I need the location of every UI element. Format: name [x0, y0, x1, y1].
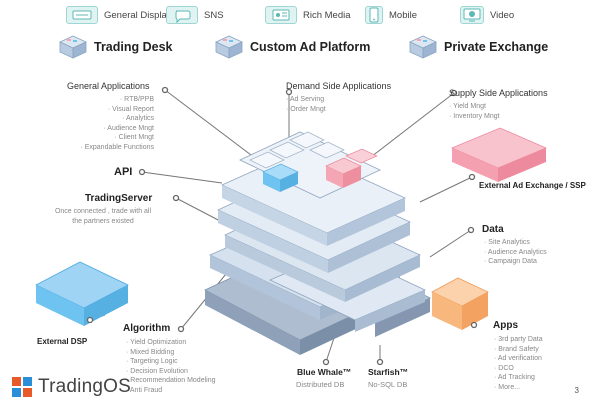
- list-item: · Analytics: [122, 115, 154, 122]
- list-item: · Ad Tracking: [494, 374, 535, 381]
- platform-custom-ad-platform: Custom Ad Platform: [214, 33, 370, 61]
- trading-server-desc: Once connected , trade with all the part…: [54, 208, 152, 225]
- tradingos-logo: TradingOS: [11, 376, 131, 398]
- external-exchange-label: External Ad Exchange / SSP: [479, 181, 586, 190]
- tradingos-mark-icon: [12, 377, 32, 397]
- channel-rich-media: Rich Media: [265, 4, 351, 26]
- list-item: · Brand Safety: [494, 345, 539, 353]
- channel-label: Video: [490, 9, 515, 21]
- list-item: · Ad verification: [494, 355, 542, 362]
- list-item: · Mixed Bidding: [126, 348, 175, 356]
- list-item: · Recommendation Modeling: [126, 377, 216, 384]
- list-item: · RTB/PPB: [119, 96, 154, 103]
- list-item: · Inventory Mngt: [449, 112, 500, 120]
- server-stack-icon: [215, 35, 243, 59]
- data-title: Data: [482, 224, 504, 235]
- channel-label: Mobile: [389, 9, 417, 21]
- list-item: · Decision Evolution: [126, 367, 188, 375]
- channel-mobile: Mobile: [365, 4, 417, 26]
- list-item: · Site Analytics: [484, 239, 530, 246]
- channel-label: Rich Media: [303, 9, 351, 21]
- list-item: · Visual Report: [107, 105, 154, 113]
- list-item: · Campaign Data: [484, 258, 537, 265]
- page-number: 3: [574, 386, 579, 395]
- list-item: · Client Mngt: [114, 134, 154, 141]
- channel-label: SNS: [204, 9, 224, 21]
- connector-dots: [86, 86, 478, 366]
- blue-whale-title: Blue Whale™: [297, 367, 352, 377]
- list-item: · Audience Mngt: [103, 124, 154, 132]
- platform-trading-desk: Trading Desk: [58, 33, 173, 61]
- algorithm-list: · Yield Optimization · Mixed Bidding · T…: [126, 338, 216, 395]
- list-item: · Yield Optimization: [126, 339, 187, 346]
- trading-server-title: TradingServer: [85, 193, 153, 204]
- general-applications-title: General Applications: [67, 81, 150, 91]
- demand-side-title: Demand Side Applications: [286, 81, 392, 91]
- list-item: · Targeting Logic: [126, 358, 178, 365]
- apps-list: · 3rd party Data · Brand Safety · Ad ver…: [494, 335, 543, 392]
- platform-label: Trading Desk: [94, 40, 173, 54]
- chat-bubble-icon: [166, 6, 198, 24]
- rich-media-icon: [265, 6, 297, 24]
- api-label: API: [114, 166, 133, 178]
- starfish-sub: No-SQL DB: [368, 380, 408, 389]
- channel-row: General Display SNS Rich Media Mobile Vi…: [0, 4, 601, 26]
- platform-label: Custom Ad Platform: [250, 40, 371, 54]
- list-item: · More...: [494, 383, 521, 391]
- supply-side-list: · Yield Mngt · Inventory Mngt: [449, 102, 500, 121]
- list-item: · Order Mngt: [286, 105, 326, 113]
- list-item: · Anti Fraud: [126, 386, 163, 394]
- starfish-title: Starfish™: [368, 367, 409, 377]
- list-item: · Audience Analytics: [484, 248, 547, 256]
- external-dsp-label: External DSP: [37, 337, 88, 346]
- list-item: · Expandable Functions: [80, 143, 154, 151]
- mobile-phone-icon: [365, 6, 383, 24]
- supply-side-title: Supply Side Applications: [449, 88, 548, 98]
- platform-label: Private Exchange: [444, 40, 549, 54]
- external-exchange-box: [450, 127, 548, 182]
- apps-box: [431, 277, 489, 330]
- data-list: · Site Analytics · Audience Analytics · …: [484, 238, 547, 267]
- list-item: · Ad Serving: [286, 96, 325, 103]
- display-banner-icon: [66, 6, 98, 24]
- list-item: · Yield Mngt: [449, 103, 486, 110]
- server-stack-icon: [409, 35, 437, 59]
- general-applications-list: · RTB/PPB · Visual Report · Analytics · …: [68, 95, 154, 152]
- blue-whale-sub: Distributed DB: [296, 380, 345, 389]
- channel-label: General Display: [104, 9, 172, 21]
- external-dsp-box: [35, 261, 129, 326]
- logo-text: TradingOS: [38, 376, 131, 397]
- list-item: · 3rd party Data: [494, 336, 543, 343]
- apps-title: Apps: [493, 320, 518, 331]
- application-layer: [239, 131, 381, 199]
- server-stack-icon: [59, 35, 87, 59]
- channel-video: Video: [460, 4, 514, 26]
- demand-side-list: · Ad Serving · Order Mngt: [286, 95, 326, 114]
- video-monitor-icon: [460, 6, 484, 24]
- algorithm-title: Algorithm: [123, 323, 171, 334]
- channel-general-display: General Display: [66, 4, 172, 26]
- list-item: · DCO: [494, 364, 514, 372]
- channel-sns: SNS: [166, 4, 224, 26]
- platform-private-exchange: Private Exchange: [408, 33, 548, 61]
